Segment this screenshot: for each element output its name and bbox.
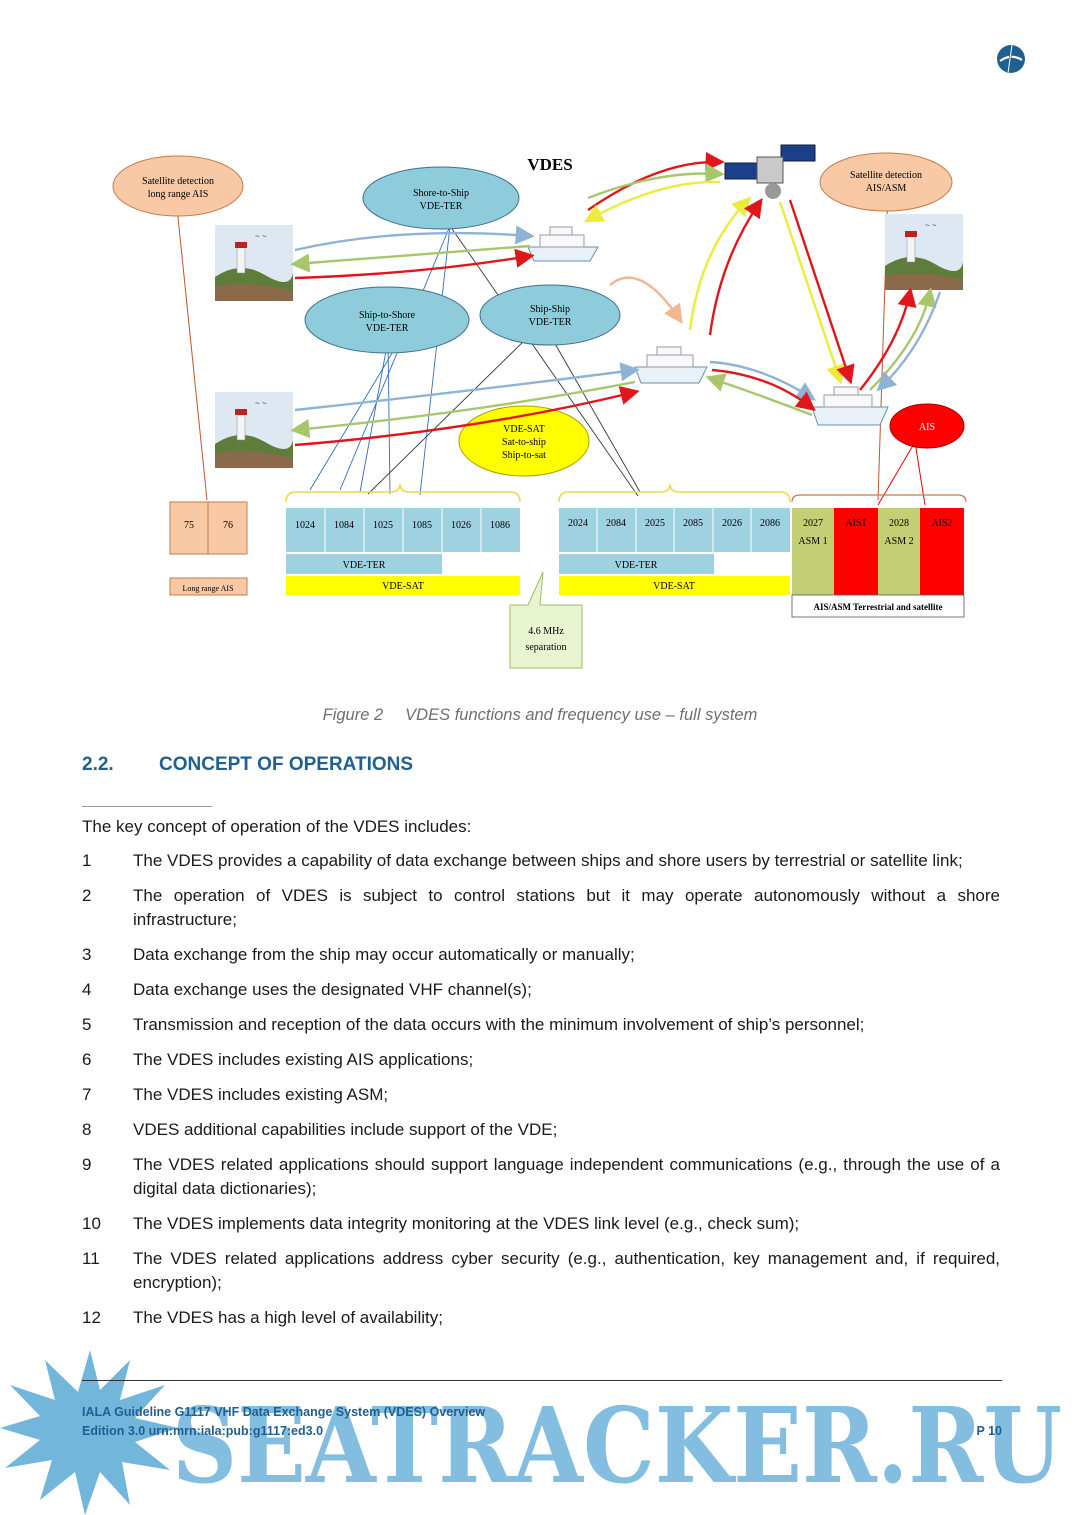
svg-text:VDE-TER: VDE-TER (366, 323, 409, 334)
svg-text:Satellite detection: Satellite detection (142, 176, 214, 187)
svg-text:ASM 1: ASM 1 (798, 536, 827, 547)
heading-rule (82, 806, 212, 807)
svg-text:2028: 2028 (889, 518, 909, 529)
svg-text:VDE-TER: VDE-TER (615, 560, 658, 571)
svg-text:~ ~: ~ ~ (255, 399, 267, 408)
svg-text:AIS1: AIS1 (845, 518, 866, 529)
freq-block-2: 2024 2084 2025 2085 2026 2086 VDE-TER VD… (559, 508, 790, 595)
caption-number: Figure 2 (323, 706, 384, 724)
svg-text:1084: 1084 (334, 520, 354, 531)
svg-text:~ ~: ~ ~ (925, 221, 937, 230)
longrange-block: 75 76 Long range AIS (170, 502, 247, 595)
figure-title: VDES (527, 155, 572, 174)
caption-text: VDES functions and frequency use – full … (405, 706, 757, 724)
svg-text:Ship-to-Shore: Ship-to-Shore (359, 310, 416, 321)
ellipse-ship-to-shore: Ship-to-Shore VDE-TER (305, 287, 469, 353)
page-number: P 10 (977, 1422, 1003, 1441)
section-title: CONCEPT OF OPERATIONS (159, 754, 413, 775)
ais-asm-block: 2027 ASM 1 AIS1 2028 ASM 2 AIS2 AIS/ASM … (792, 508, 964, 617)
svg-text:VDE-SAT: VDE-SAT (503, 424, 545, 435)
figure-caption: Figure 2 VDES functions and frequency use… (0, 706, 1080, 725)
svg-text:Ship-Ship: Ship-Ship (530, 304, 570, 315)
svg-text:AIS/ASM: AIS/ASM (866, 183, 907, 194)
svg-text:1086: 1086 (490, 520, 510, 531)
svg-text:Sat-to-ship: Sat-to-ship (502, 437, 546, 448)
svg-text:AIS/ASM Terrestrial and satell: AIS/ASM Terrestrial and satellite (813, 602, 942, 612)
lighthouse-icon: ~ ~ (215, 392, 293, 468)
svg-text:1025: 1025 (373, 520, 393, 531)
section-number: 2.2. (82, 754, 159, 776)
svg-text:Shore-to-Ship: Shore-to-Ship (413, 188, 469, 199)
svg-text:2024: 2024 (568, 518, 588, 529)
svg-text:76: 76 (223, 520, 233, 531)
svg-text:2085: 2085 (683, 518, 703, 529)
ellipse-sat-detect-ais: Satellite detection long range AIS (113, 156, 243, 216)
svg-text:VDE-SAT: VDE-SAT (382, 581, 424, 592)
svg-text:2026: 2026 (722, 518, 742, 529)
svg-text:2084: 2084 (606, 518, 626, 529)
lighthouse-icon: ~ ~ (885, 214, 963, 290)
svg-text:4.6 MHz: 4.6 MHz (528, 626, 564, 637)
footer-rule (82, 1380, 1002, 1381)
svg-text:Satellite detection: Satellite detection (850, 170, 922, 181)
svg-text:VDE-TER: VDE-TER (529, 317, 572, 328)
svg-text:VDE-TER: VDE-TER (420, 201, 463, 212)
svg-text:2025: 2025 (645, 518, 665, 529)
svg-text:1024: 1024 (295, 520, 315, 531)
page-footer: IALA Guideline G1117 VHF Data Exchange S… (82, 1403, 1002, 1441)
ellipse-ship-ship: Ship-Ship VDE-TER (480, 285, 620, 345)
satellite-icon (725, 145, 815, 199)
svg-text:~ ~: ~ ~ (255, 232, 267, 241)
svg-text:VDE-TER: VDE-TER (343, 560, 386, 571)
svg-text:ASM 2: ASM 2 (884, 536, 913, 547)
svg-text:VDE-SAT: VDE-SAT (653, 581, 695, 592)
ellipse-ais: AIS (890, 404, 964, 448)
ship-icon (528, 227, 598, 261)
svg-text:Long range AIS: Long range AIS (182, 584, 233, 593)
svg-text:long range AIS: long range AIS (148, 189, 209, 200)
ship-icon (812, 387, 888, 425)
lighthouse-icon: ~ ~ (215, 225, 293, 301)
intro-paragraph: The key concept of operation of the VDES… (82, 817, 471, 837)
svg-text:Ship-to-sat: Ship-to-sat (502, 450, 546, 461)
freq-block-1: 1024 1084 1025 1085 1026 1086 VDE-TER VD… (286, 508, 520, 595)
section-heading: 2.2.CONCEPT OF OPERATIONS (82, 754, 413, 776)
svg-text:1026: 1026 (451, 520, 471, 531)
svg-text:2086: 2086 (760, 518, 780, 529)
svg-text:separation: separation (525, 642, 566, 653)
ellipse-sat-detect-asm: Satellite detection AIS/ASM (820, 153, 952, 211)
footer-doc-title: IALA Guideline G1117 VHF Data Exchange S… (82, 1403, 1002, 1422)
vdes-figure: VDES Satellite detection long range AIS … (100, 140, 980, 680)
ellipse-shore-to-ship: Shore-to-Ship VDE-TER (363, 167, 519, 229)
footer-edition: Edition 3.0 urn:mrn:iala:pub:g1117:ed3.0 (82, 1422, 1002, 1441)
iala-logo-icon (994, 42, 1028, 76)
svg-text:75: 75 (184, 520, 194, 531)
svg-text:2027: 2027 (803, 518, 823, 529)
ship-icon (635, 347, 707, 383)
svg-text:1085: 1085 (412, 520, 432, 531)
svg-text:AIS2: AIS2 (931, 518, 952, 529)
svg-text:AIS: AIS (919, 422, 935, 433)
